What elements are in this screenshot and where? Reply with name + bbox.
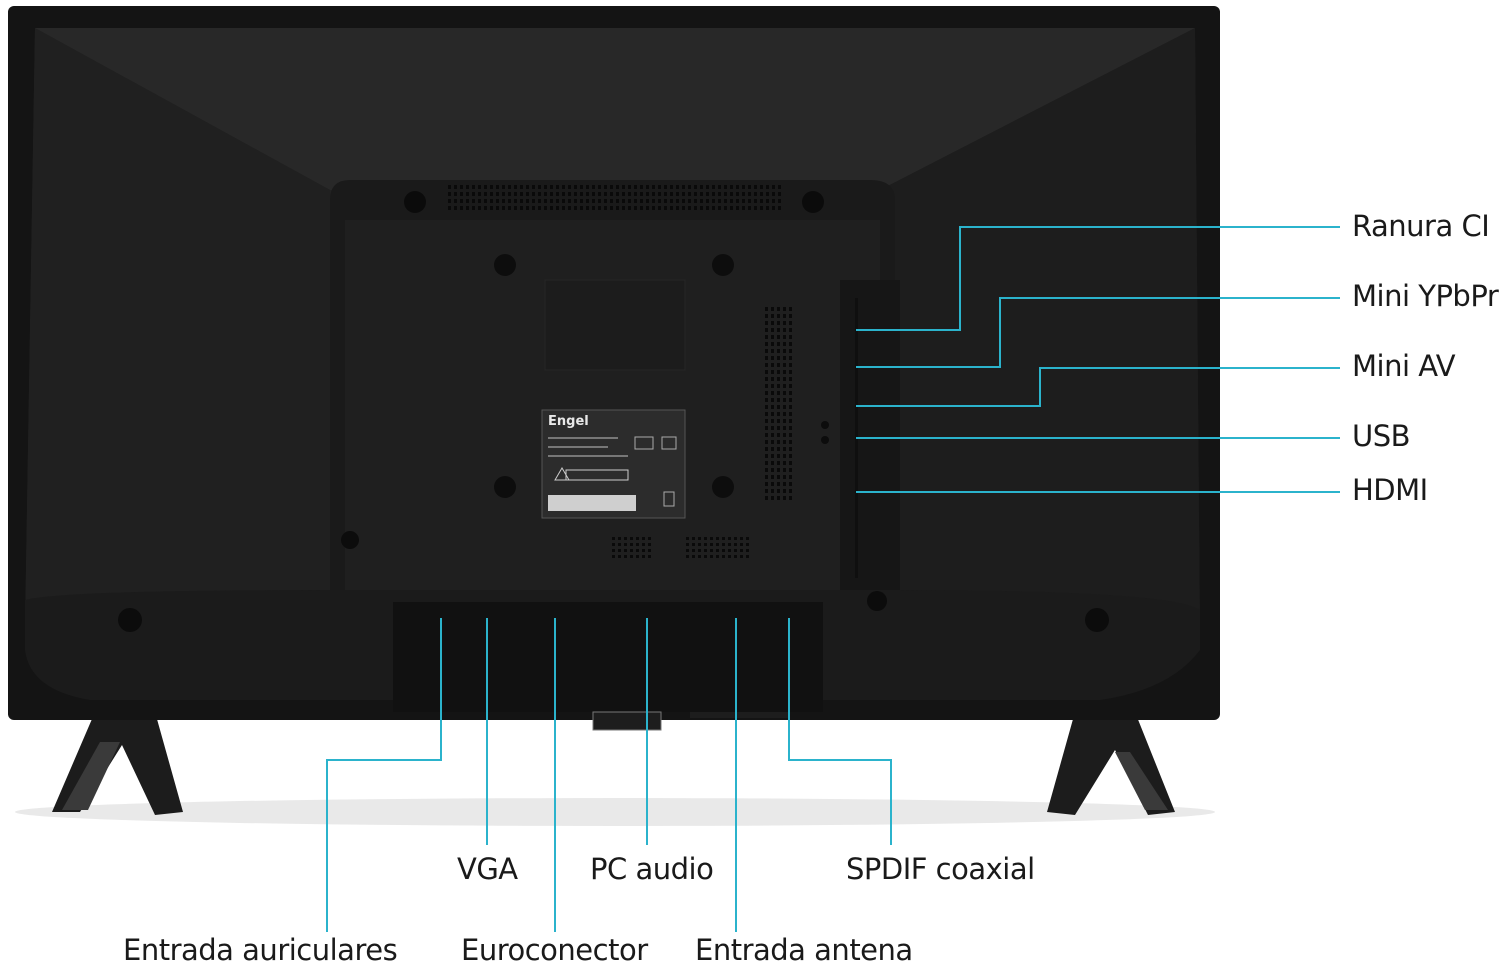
screw-icon <box>1085 608 1109 632</box>
label-mini-av: Mini AV <box>1352 349 1456 383</box>
leader-lines <box>326 226 1340 932</box>
label-entrada-antena: Entrada antena <box>695 933 913 967</box>
vesa-screw-icon <box>494 254 516 276</box>
label-ranura-ci: Ranura CI <box>1352 209 1490 243</box>
screw-icon <box>802 191 824 213</box>
label-pc-audio: PC audio <box>590 852 714 886</box>
label-usb: USB <box>1352 419 1411 453</box>
leader-mini-av <box>856 367 1340 407</box>
bottom-port-panel <box>393 602 823 712</box>
side-vent <box>765 307 792 500</box>
side-port-panel <box>840 280 900 590</box>
label-entrada-auriculares: Entrada auriculares <box>123 933 398 967</box>
label-euroconector: Euroconector <box>461 933 648 967</box>
leader-ranura-ci <box>856 226 1340 331</box>
vesa-screw-icon <box>712 254 734 276</box>
vesa-screw-icon <box>494 476 516 498</box>
right-stand <box>1047 712 1175 815</box>
label-vga: VGA <box>457 852 518 886</box>
leader-auriculares <box>326 618 442 932</box>
screw-icon <box>404 191 426 213</box>
top-vent <box>448 185 781 210</box>
bottom-vent <box>612 537 749 558</box>
vesa-screw-icon <box>712 476 734 498</box>
rating-label-sticker <box>541 409 686 519</box>
label-spdif-coaxial: SPDIF coaxial <box>846 852 1035 886</box>
leader-mini-ypbpr <box>856 297 1340 368</box>
screw-icon <box>867 591 887 611</box>
label-mini-ypbpr: Mini YPbPr <box>1352 279 1499 313</box>
leader-spdif <box>788 618 892 845</box>
floor-shadow <box>15 798 1215 826</box>
screw-icon <box>341 531 359 549</box>
label-hdmi: HDMI <box>1352 473 1428 507</box>
screw-icon <box>118 608 142 632</box>
brand-logo-text: Engel <box>548 414 589 429</box>
left-stand <box>52 712 183 815</box>
